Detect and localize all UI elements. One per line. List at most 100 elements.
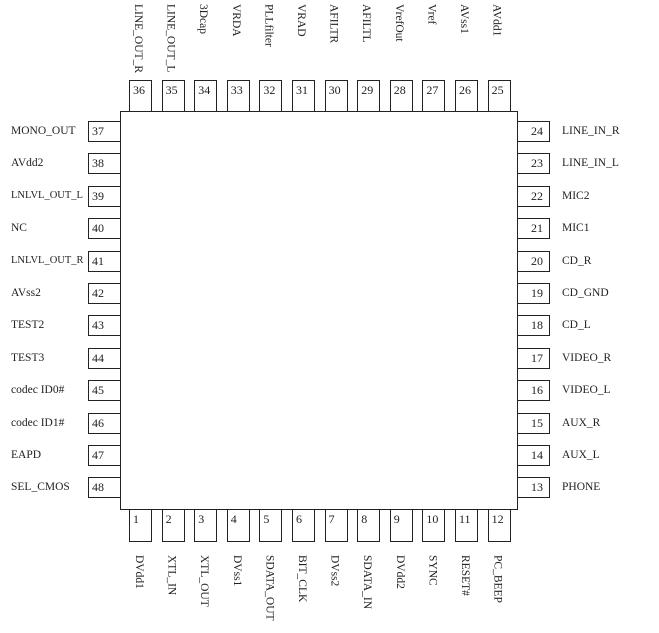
- pin-9: 9: [389, 509, 413, 542]
- pin-label-45: codec ID0#: [11, 384, 65, 397]
- pin-label-3: XTL_OUT: [198, 555, 211, 607]
- pin-number: 23: [531, 156, 543, 171]
- pin-26: 26: [455, 80, 478, 112]
- pin-label-13: PHONE: [562, 481, 601, 494]
- pin-label-20: CD_R: [562, 254, 592, 267]
- pin-label-4: DVss1: [230, 555, 243, 587]
- pin-number: 44: [92, 350, 104, 365]
- pin-number: 15: [531, 415, 543, 430]
- pin-label-48: SEL_CMOS: [11, 481, 70, 494]
- pin-number: 11: [459, 512, 471, 526]
- pin-number: 14: [531, 448, 543, 462]
- pin-label-14: AUX_L: [562, 449, 600, 461]
- pin-label-41: LNLVL_OUT_R: [11, 254, 84, 266]
- pin-label-35: LINE_OUT_L: [164, 4, 177, 73]
- pin-48: 48: [88, 477, 121, 499]
- pin-label-34: 3Dcap: [197, 4, 210, 35]
- pin-number: 2: [165, 512, 172, 526]
- pin-number: 20: [531, 253, 543, 268]
- pin-16: 16: [517, 380, 550, 402]
- pin-38: 38: [88, 153, 121, 175]
- pin-number: 7: [328, 512, 335, 526]
- pin-36: 36: [129, 80, 152, 112]
- pin-45: 45: [88, 380, 121, 402]
- pin-number: 41: [92, 253, 104, 268]
- pin-47: 47: [88, 445, 121, 466]
- pin-label-47: EAPD: [11, 449, 42, 461]
- pin-number: 18: [531, 318, 543, 333]
- pin-41: 41: [88, 250, 121, 272]
- pin-23: 23: [517, 153, 550, 175]
- pin-6: 6: [292, 509, 315, 542]
- pin-35: 35: [161, 80, 185, 112]
- pin-label-39: LNLVL_OUT_L: [11, 189, 83, 201]
- pin-label-40: NC: [11, 222, 27, 235]
- pin-21: 21: [517, 218, 550, 240]
- pin-34: 34: [194, 80, 218, 112]
- pin-number: 22: [531, 188, 543, 203]
- pin-number: 29: [361, 83, 374, 97]
- pin-4: 4: [226, 509, 250, 542]
- pin-number: 32: [263, 83, 276, 97]
- pin-2: 2: [161, 509, 185, 542]
- pin-1: 1: [129, 509, 152, 542]
- pin-label-6: BIT_CLK: [296, 555, 308, 603]
- pin-label-25: AVdd1: [490, 4, 503, 37]
- pin-number: 8: [361, 512, 368, 526]
- pin-label-31: VRAD: [295, 4, 307, 37]
- pin-22: 22: [517, 185, 550, 207]
- pin-label-18: CD_L: [562, 319, 591, 332]
- pin-label-11: RESET#: [459, 555, 471, 596]
- pin-label-26: AVss1: [458, 4, 470, 34]
- pin-42: 42: [88, 283, 121, 304]
- pin-number: 34: [198, 83, 211, 97]
- pin-label-12: PC_BEEP: [491, 555, 504, 603]
- pin-label-5: SDATA_OUT: [263, 555, 276, 621]
- pin-label-8: SDATA_IN: [361, 555, 374, 610]
- pin-label-9: DVdd2: [393, 555, 406, 589]
- pin-label-23: LINE_IN_L: [562, 157, 619, 170]
- pin-number: 35: [165, 83, 178, 97]
- pin-label-7: DVss2: [328, 555, 341, 587]
- pin-31: 31: [292, 80, 315, 112]
- pin-number: 1: [133, 512, 139, 526]
- pin-number: 37: [92, 124, 104, 138]
- pin-number: 30: [328, 83, 341, 97]
- pin-label-32: PLLfilter: [262, 4, 275, 47]
- pin-number: 5: [263, 512, 270, 526]
- pin-label-38: AVdd2: [11, 157, 44, 170]
- pin-29: 29: [357, 80, 381, 112]
- pin-28: 28: [389, 80, 413, 112]
- pin-12: 12: [487, 509, 511, 542]
- pin-label-19: CD_GND: [562, 287, 609, 299]
- pin-number: 33: [230, 83, 243, 97]
- pin-label-33: VRDA: [229, 4, 242, 37]
- pin-label-42: AVss2: [11, 287, 41, 299]
- pin-40: 40: [88, 218, 121, 240]
- pin-number: 27: [426, 83, 439, 97]
- pin-number: 25: [491, 83, 504, 97]
- pin-number: 12: [491, 512, 504, 526]
- pin-number: 43: [92, 318, 104, 333]
- pin-43: 43: [88, 315, 121, 337]
- pin-20: 20: [517, 250, 550, 272]
- pin-number: 47: [92, 448, 104, 462]
- pin-label-28: VrefOut: [392, 4, 405, 42]
- pin-label-44: TEST3: [11, 351, 45, 364]
- pin-label-36: LINE_OUT_R: [132, 4, 144, 73]
- pin-number: 39: [92, 188, 104, 203]
- pin-number: 21: [531, 221, 543, 236]
- pin-label-27: Vref: [425, 4, 438, 25]
- pin-17: 17: [517, 347, 550, 369]
- pin-7: 7: [324, 509, 348, 542]
- pin-number: 45: [92, 383, 104, 398]
- pin-33: 33: [226, 80, 250, 112]
- pin-number: 6: [296, 512, 302, 526]
- pin-30: 30: [324, 80, 348, 112]
- pin-32: 32: [259, 80, 283, 112]
- pin-number: 17: [531, 350, 543, 365]
- chip-body: [120, 111, 518, 510]
- pin-8: 8: [357, 509, 381, 542]
- pin-number: 42: [92, 286, 104, 300]
- pin-number: 36: [133, 83, 145, 97]
